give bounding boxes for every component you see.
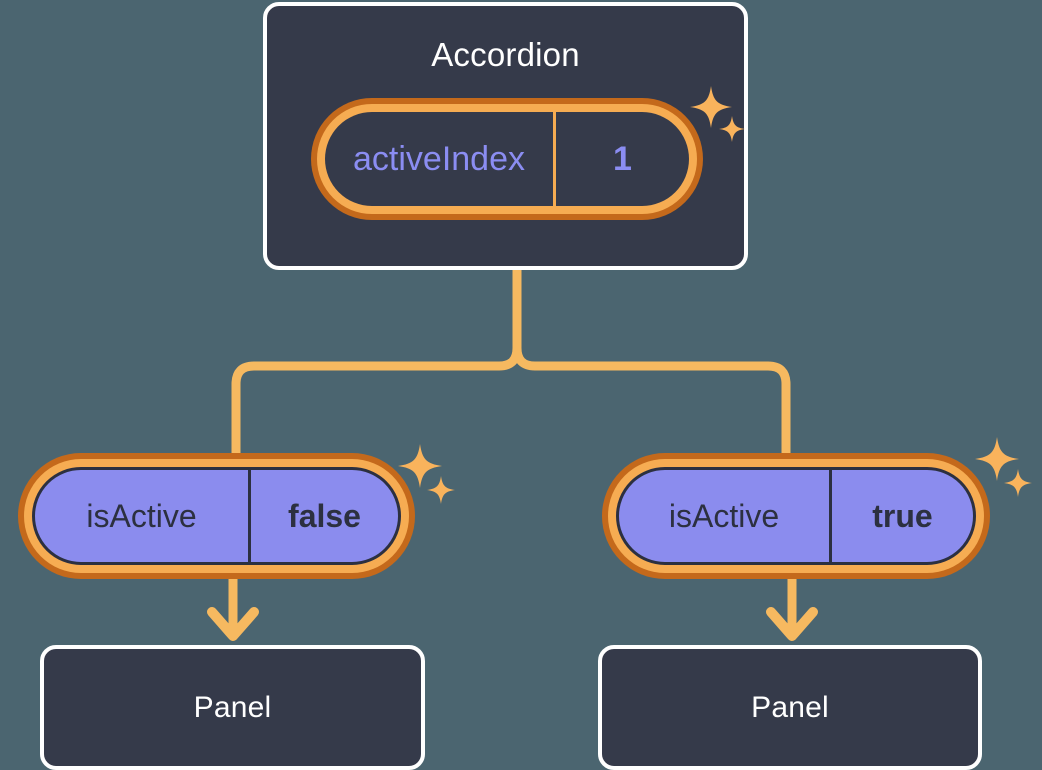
state-value-label: 1 xyxy=(613,139,632,178)
panel-card-right: Panel xyxy=(598,645,982,770)
sparkle-small-icon xyxy=(427,476,455,504)
state-pill-active-index[interactable]: activeIndex 1 xyxy=(311,98,703,220)
arrow-down-icon xyxy=(207,607,259,641)
state-pill-is-active-true[interactable]: isActive true xyxy=(602,453,990,579)
pill-inner-ring: activeIndex 1 xyxy=(317,104,697,214)
panel-card-left: Panel xyxy=(40,645,425,770)
panel-title: Panel xyxy=(193,690,272,724)
panel-title: Panel xyxy=(751,690,829,724)
sparkle-icon xyxy=(975,437,1019,481)
pill-inner-ring: isActive false xyxy=(24,459,409,573)
pill-body: activeIndex 1 xyxy=(325,112,689,206)
arrow-down-icon xyxy=(766,607,818,641)
pill-inner-ring: isActive true xyxy=(608,459,984,573)
pill-body: isActive false xyxy=(32,467,401,565)
accordion-title: Accordion xyxy=(431,36,580,73)
state-value-label: false xyxy=(288,497,361,534)
state-key-label: isActive xyxy=(35,470,251,562)
sparkle-small-icon xyxy=(1004,469,1032,497)
connector-tree-branch-left xyxy=(231,343,522,460)
state-key-label: isActive xyxy=(619,470,832,562)
state-pill-is-active-false[interactable]: isActive false xyxy=(18,453,415,579)
connector-tree-branch xyxy=(512,265,791,460)
pill-body: isActive true xyxy=(616,467,976,565)
state-value-label: true xyxy=(872,497,933,534)
state-key-label: activeIndex xyxy=(325,112,556,206)
